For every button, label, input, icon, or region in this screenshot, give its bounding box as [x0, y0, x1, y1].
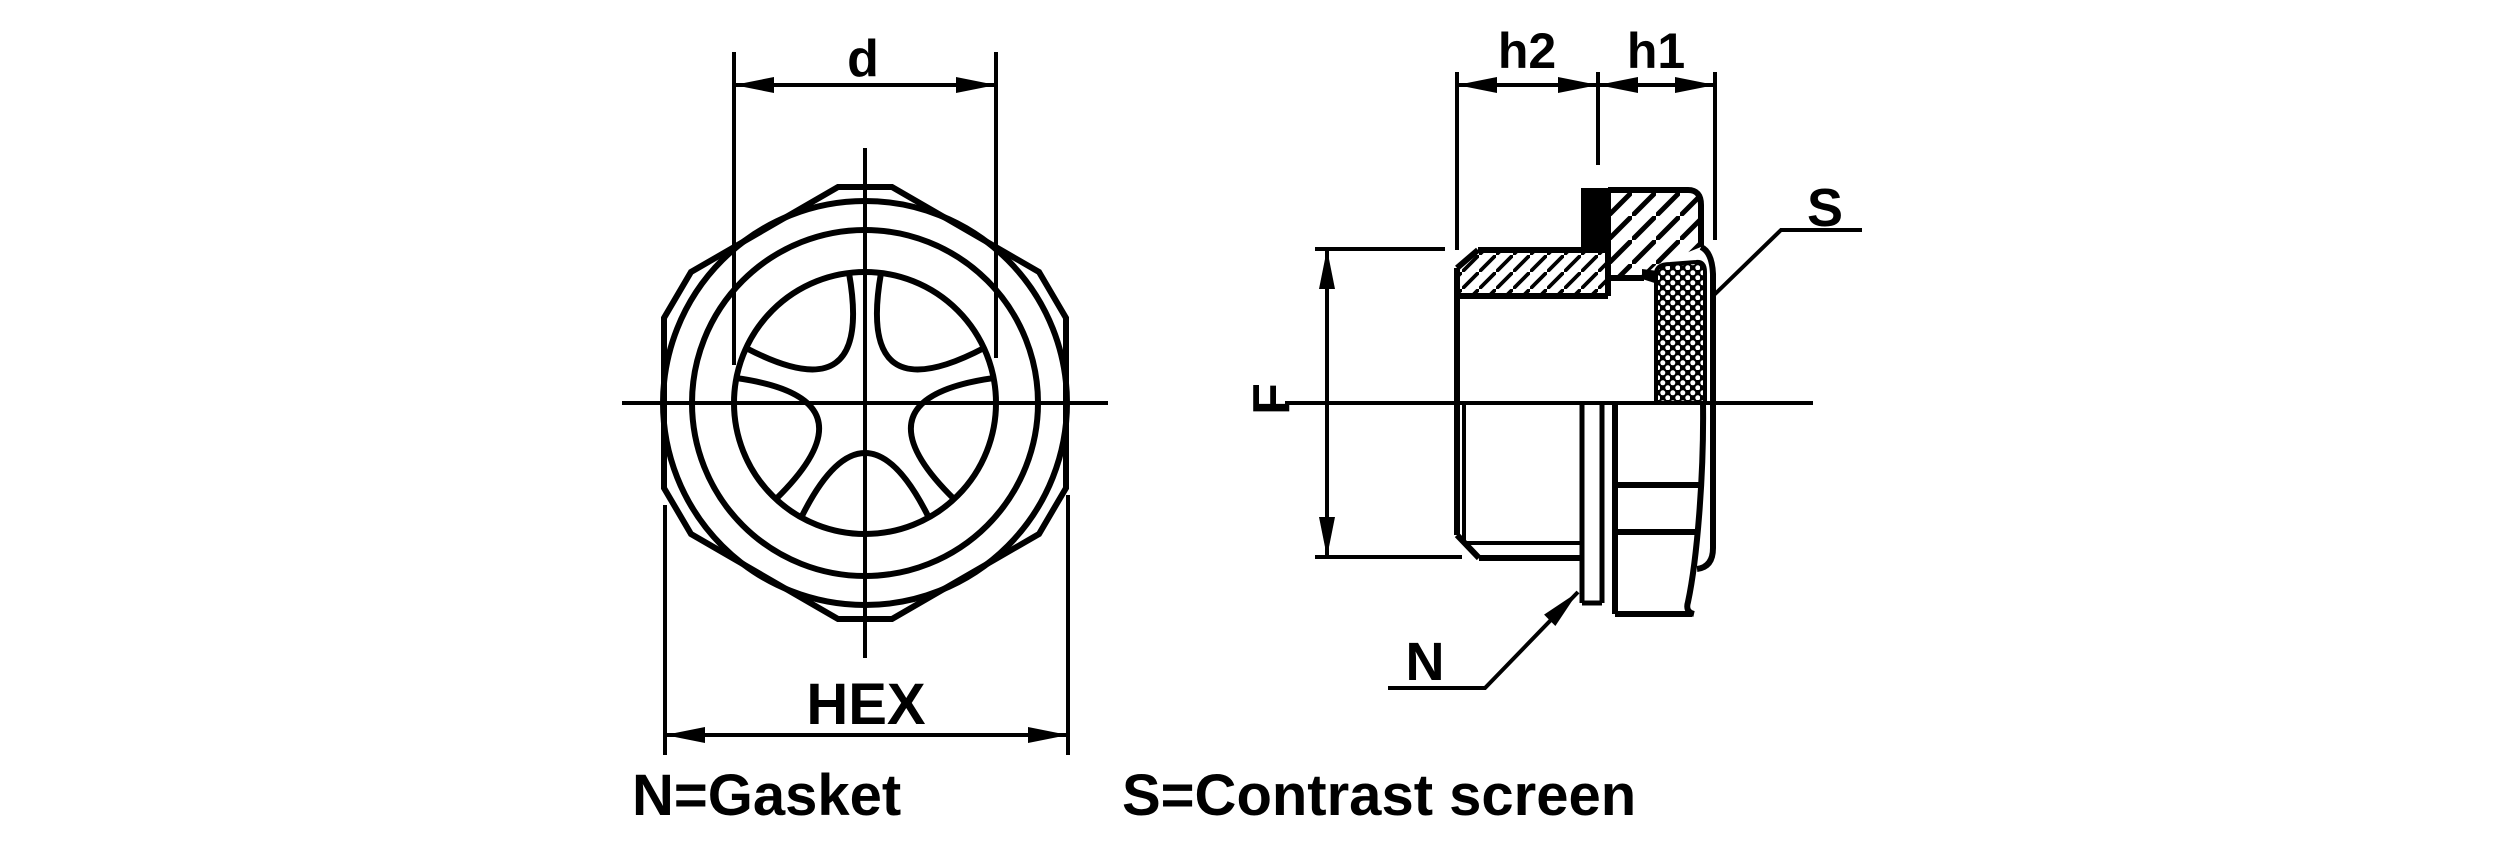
- flange-circle: [660, 198, 1070, 608]
- contrast-screen-section: [1654, 259, 1707, 405]
- shank-outline: [1454, 247, 1608, 535]
- dimension-f: [1315, 247, 1462, 559]
- label-s: S: [1807, 178, 1843, 238]
- dim-label-h2: h2: [1498, 23, 1556, 79]
- label-s-leader: [1711, 228, 1862, 298]
- shank-wall-hatch: [1457, 250, 1608, 296]
- hex-outline: [661, 184, 1069, 622]
- arrow-right: [956, 77, 996, 93]
- legend-s: S=Contrast screen: [1122, 763, 1636, 828]
- dim-label-f: F: [1243, 383, 1301, 415]
- head-hatch: [1608, 190, 1701, 278]
- face-circle: [689, 227, 1041, 579]
- sight-glass-star: [735, 272, 995, 520]
- legend-n: N=Gasket: [632, 763, 901, 828]
- front-view: [622, 148, 1108, 658]
- gasket-exterior: [1579, 403, 1605, 606]
- section-view: [1285, 187, 1813, 617]
- dimension-h2: [1455, 72, 1600, 250]
- arrow-left: [734, 77, 774, 93]
- dimension-h1: [1598, 72, 1717, 240]
- dimension-hex: [663, 495, 1070, 755]
- screen-rim-bottom: [1696, 403, 1716, 572]
- label-n: N: [1406, 632, 1445, 692]
- head-exterior: [1612, 402, 1707, 617]
- shank-exterior: [1454, 403, 1582, 561]
- arrow-left: [665, 727, 705, 743]
- dim-label-h1: h1: [1627, 23, 1685, 79]
- dim-label-hex: HEX: [806, 672, 926, 737]
- dimension-d: [732, 52, 998, 365]
- dim-label-d: d: [847, 30, 879, 88]
- sight-glass-circle: [731, 269, 999, 537]
- arrow-right: [1028, 727, 1068, 743]
- screen-rim-top: [1699, 244, 1716, 403]
- gasket-section: [1581, 188, 1608, 253]
- head-outline: [1605, 187, 1704, 296]
- label-n-leader: [1388, 590, 1580, 690]
